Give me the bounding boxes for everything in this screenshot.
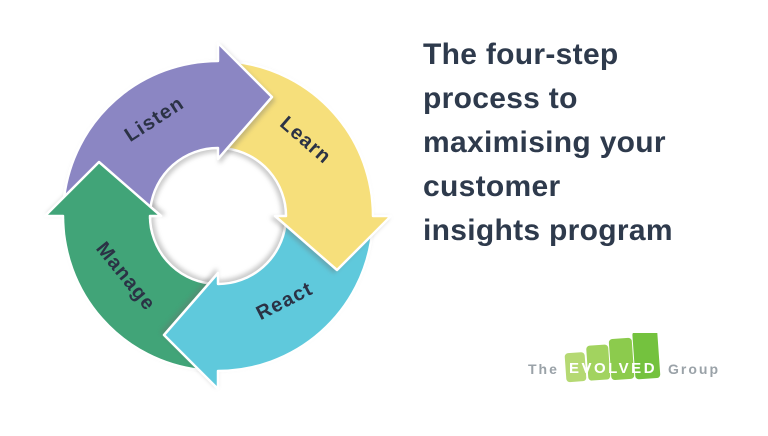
logo-word-the: The [528,361,559,377]
page-title-line-5: insights program [423,214,673,247]
page-title-line-4: customer [423,170,561,203]
page-title-line-2: process to [423,82,578,115]
logo-panel-1 [564,352,587,383]
page-title: The four-step process to maximising your… [423,33,753,253]
logo-panel-4 [632,333,661,380]
logo-word-group: Group [668,361,720,377]
logo-word-evolved: EVOLVED [569,360,657,377]
evolved-group-logo: The EVOLVED Group [528,333,742,385]
page-title-line-1: The four-step [423,38,619,71]
logo-panel-2 [586,344,611,381]
page-title-line-3: maximising your [423,126,666,159]
logo-panel-3 [608,337,635,380]
cycle-diagram: Listen Learn React Manage [43,41,393,391]
logo-mark: EVOLVED [564,333,661,383]
